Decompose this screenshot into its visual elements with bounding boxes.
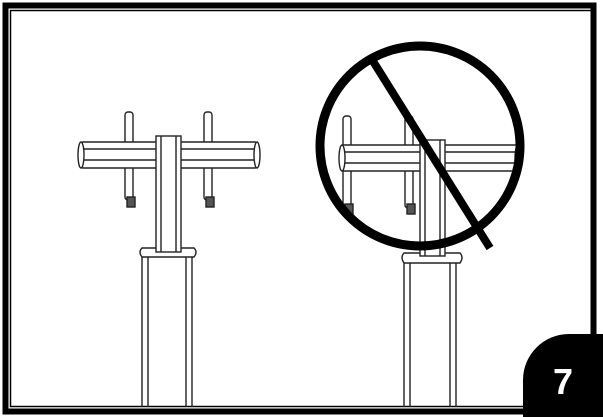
correct-stand-illustration — [77, 111, 261, 407]
no-sign-icon — [315, 41, 525, 251]
pillar-lower — [141, 255, 193, 407]
outer-frame — [2, 2, 597, 415]
step-badge — [523, 334, 603, 417]
pillar-upper — [155, 135, 182, 253]
pillar-collar — [401, 252, 463, 264]
step-number: 7 — [552, 361, 574, 402]
pillar-lower — [403, 262, 457, 407]
inner-frame — [9, 9, 596, 408]
